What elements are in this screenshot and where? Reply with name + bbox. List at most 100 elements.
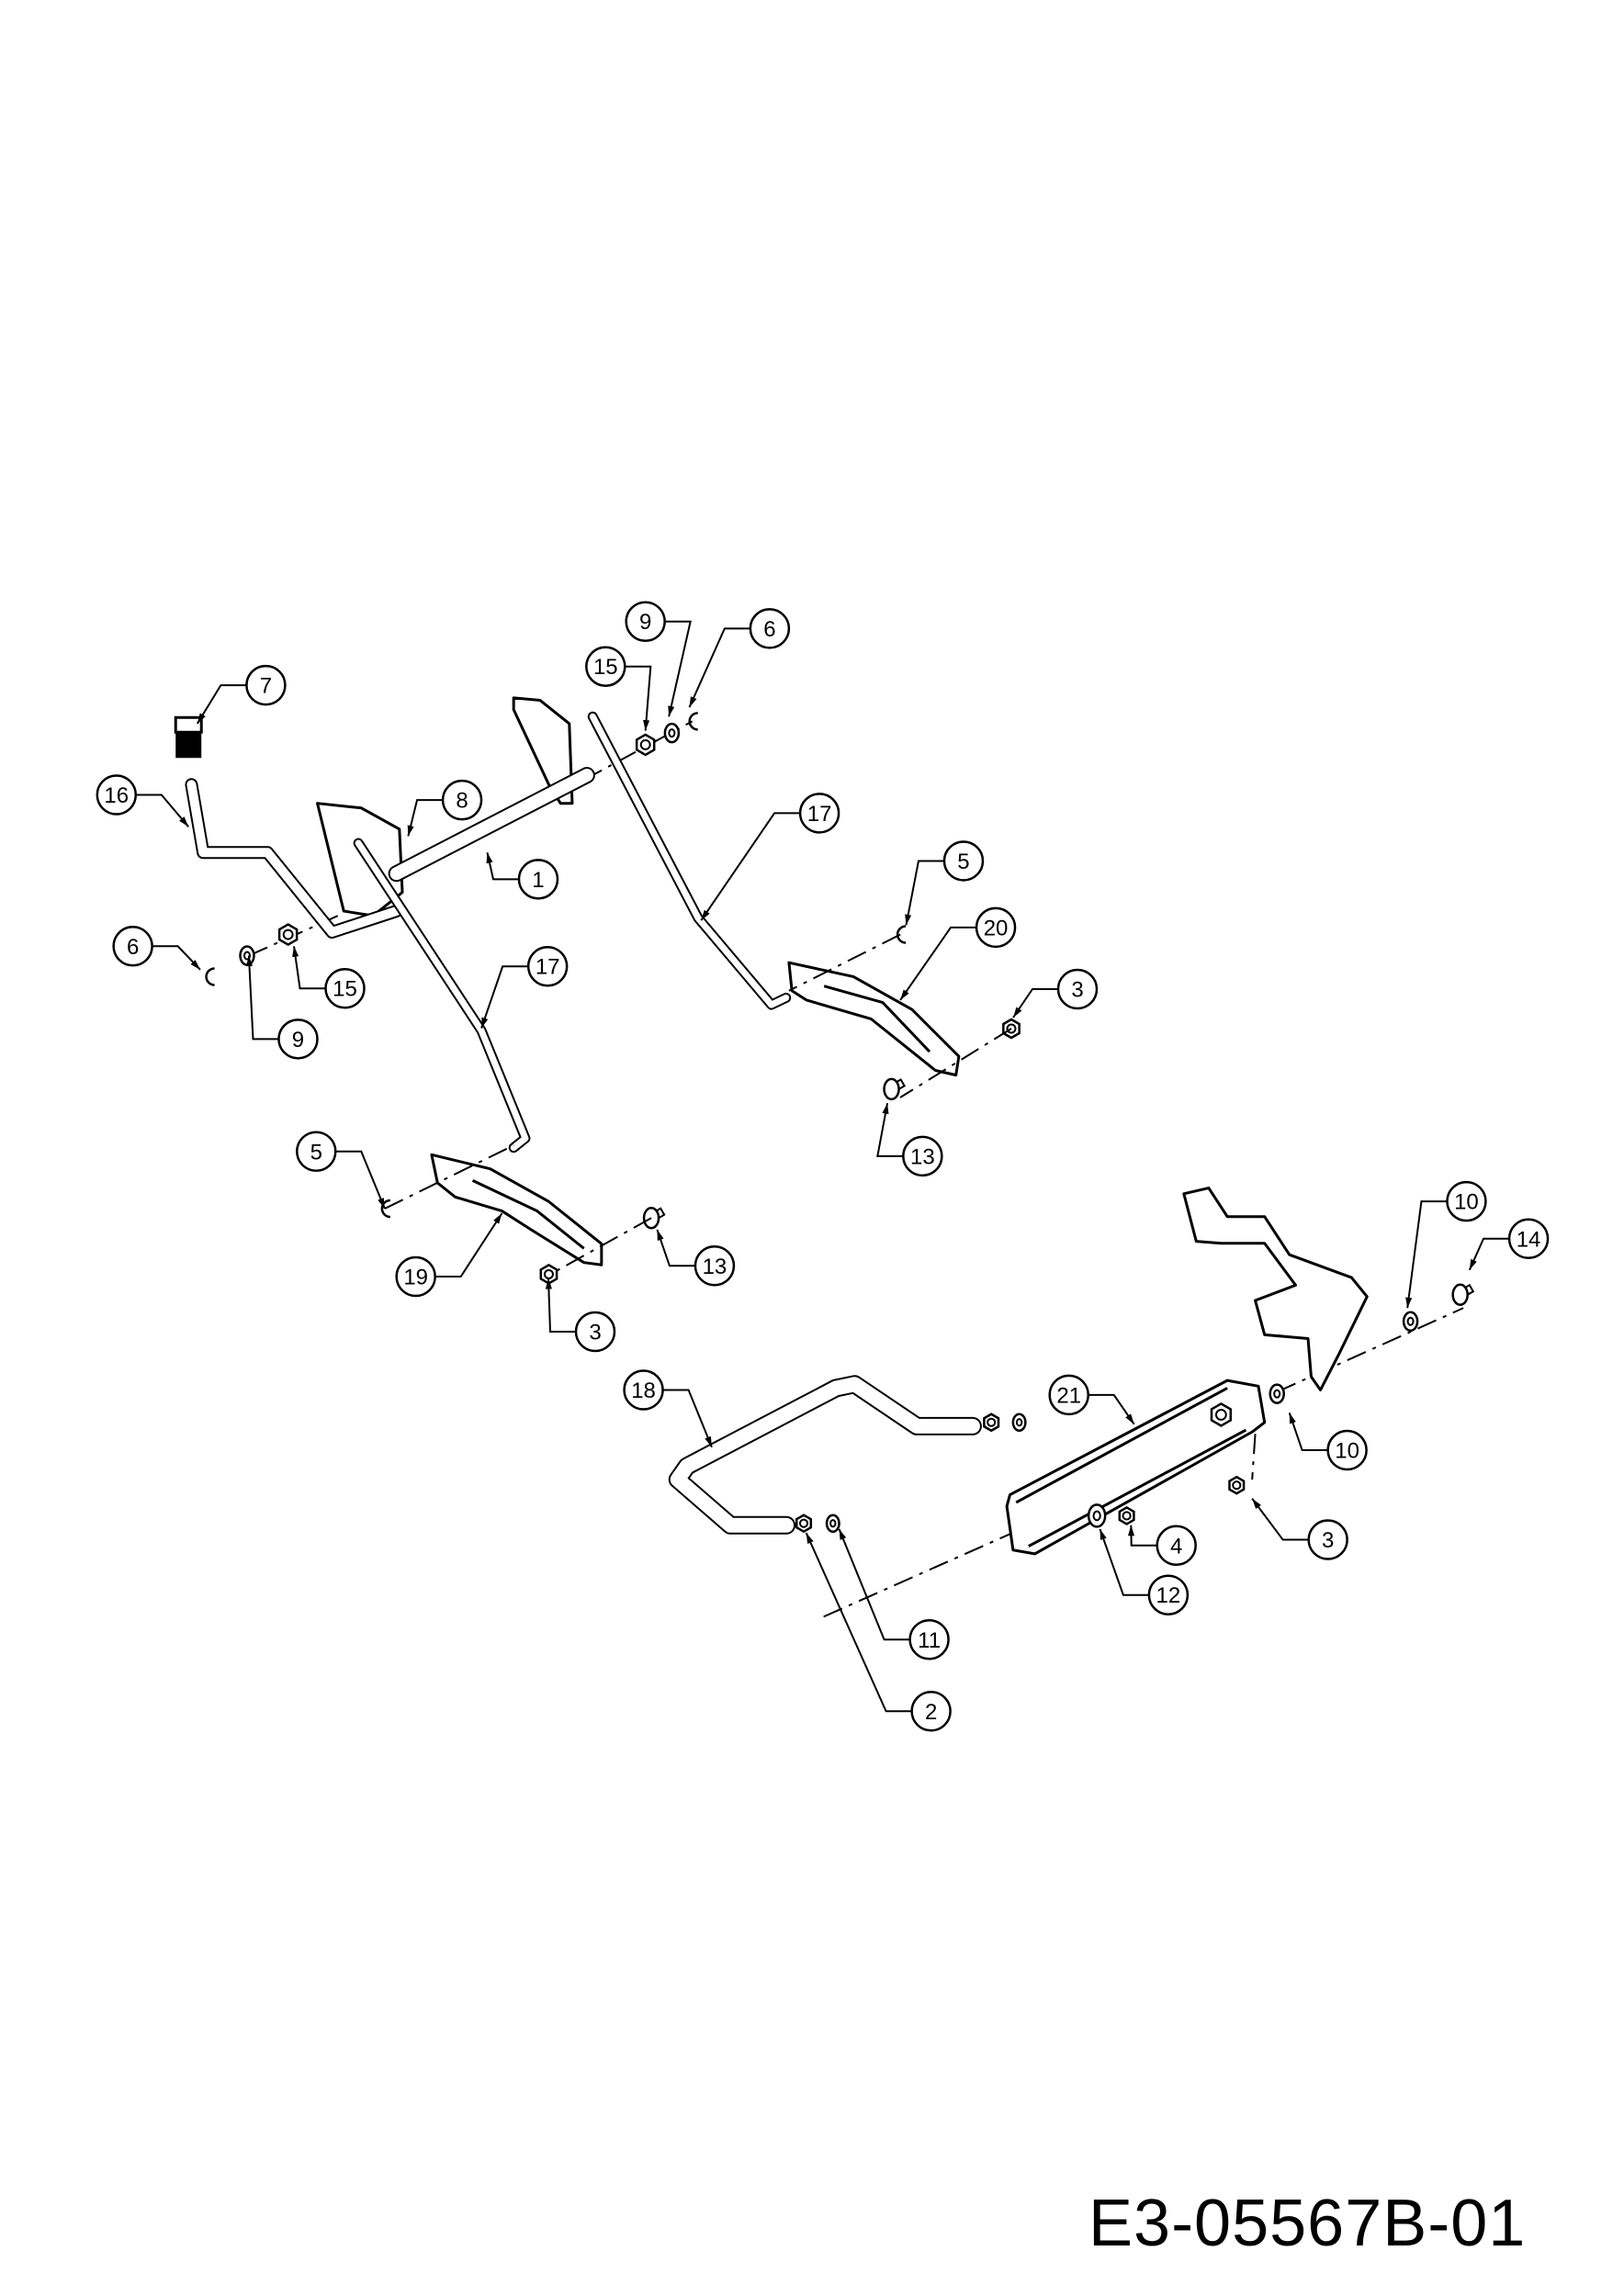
callout-12: 9 (245, 955, 319, 1060)
callout-number: 11 (918, 1628, 941, 1653)
leader-line (335, 1150, 386, 1210)
callout-27: 12 (1099, 1528, 1190, 1615)
parts-layer (174, 696, 1475, 1618)
callout-number: 13 (703, 1255, 727, 1279)
arrowhead-icon (493, 1213, 502, 1224)
callout-circle (908, 1619, 950, 1660)
leader-line (293, 946, 326, 990)
arrowhead-icon (1127, 1525, 1135, 1536)
callout-number: 9 (292, 1028, 304, 1052)
callout-18: 3 (545, 1277, 616, 1353)
callout-number: 2 (925, 1700, 937, 1725)
shoulder-bolt (642, 1206, 666, 1230)
leader-line (135, 793, 189, 827)
callout-number: 3 (589, 1321, 601, 1345)
lift-link-rod-left (353, 838, 531, 1154)
leader-line (1130, 1525, 1157, 1547)
callout-17: 13 (656, 1229, 736, 1287)
flange-nut (277, 923, 299, 946)
callout-circle (526, 945, 569, 987)
callout-circle (625, 601, 666, 642)
callout-circle (245, 664, 287, 706)
callout-2: 8 (407, 779, 483, 837)
axis-dash-bracket (1276, 1307, 1464, 1393)
callout-circle (296, 1131, 337, 1173)
leader-line (1251, 1498, 1309, 1541)
leader-line (1088, 1393, 1135, 1425)
callout-number: 1 (532, 868, 544, 893)
arrowhead-icon (486, 852, 493, 864)
callout-circle (1307, 1519, 1348, 1560)
leader-line (625, 665, 652, 731)
arrowhead-icon (806, 1533, 814, 1544)
leader-line (899, 926, 977, 1001)
leader-line (480, 965, 529, 1029)
callout-9: 20 (899, 906, 1017, 1001)
arrowhead-icon (245, 955, 254, 967)
leader-line (876, 1103, 904, 1157)
leader-line (1468, 1237, 1510, 1271)
lift-plate-left (316, 802, 404, 917)
lift-arm-plate-20 (787, 961, 961, 1077)
callout-number: 17 (536, 955, 560, 980)
callout-number: 6 (127, 935, 139, 960)
dash (384, 1144, 514, 1210)
leader-line (1099, 1528, 1149, 1596)
washer (825, 1514, 840, 1533)
callout-16: 19 (395, 1212, 503, 1298)
callout-circle (902, 1135, 943, 1177)
callout-13: 17 (480, 945, 569, 1029)
shoulder-bolt (1451, 1283, 1475, 1307)
arrowhead-icon (657, 1229, 664, 1241)
callout-number: 16 (104, 783, 129, 808)
callout-20: 10 (1405, 1180, 1487, 1309)
callout-circle (975, 906, 1017, 949)
handle-knob (174, 715, 203, 759)
callout-circle (1507, 1218, 1550, 1260)
callout-24: 10 (1288, 1412, 1368, 1471)
callout-number: 10 (1454, 1190, 1479, 1215)
arrowhead-icon (1405, 1297, 1413, 1309)
callout-number: 3 (1071, 978, 1083, 1003)
callout-circle (623, 1369, 664, 1411)
leader-line (688, 627, 750, 708)
leader-line (547, 1277, 576, 1333)
callout-number: 19 (403, 1266, 428, 1290)
callout-3: 1 (486, 852, 559, 900)
arrowhead-icon (179, 816, 189, 827)
callout-number: 10 (1335, 1439, 1359, 1464)
callout-circle (798, 793, 840, 834)
washer (239, 945, 255, 966)
arrowhead-icon (900, 989, 909, 1000)
lift-shaft (388, 767, 595, 883)
callout-8: 5 (905, 840, 985, 926)
leader-line (1406, 1200, 1448, 1309)
slot-19 (471, 1179, 585, 1250)
leader-line (486, 852, 519, 881)
washer (1011, 1412, 1027, 1433)
arrowhead-icon (689, 696, 697, 708)
shoulder-bolt (883, 1077, 907, 1101)
leader-line (656, 1229, 695, 1267)
flange-nut (635, 733, 656, 757)
arrowhead-icon (701, 909, 710, 921)
callout-circle (1147, 1574, 1190, 1615)
callout-number: 13 (910, 1144, 935, 1169)
arrowhead-icon (1469, 1258, 1477, 1270)
washer (1087, 1503, 1107, 1528)
callout-circle (1056, 968, 1099, 1010)
callout-number: 21 (1056, 1383, 1081, 1408)
callout-number: 12 (1156, 1583, 1181, 1608)
arrowhead-icon (705, 1435, 712, 1447)
arrowhead-icon (378, 1198, 385, 1210)
washer (1269, 1383, 1285, 1404)
callout-circle (324, 967, 366, 1009)
callout-number: 6 (763, 617, 775, 642)
dash (554, 1217, 652, 1273)
leader-line (1288, 1412, 1328, 1452)
callout-25: 3 (1251, 1498, 1348, 1560)
callout-number: 18 (631, 1379, 656, 1403)
mounting-bracket (1182, 1187, 1369, 1391)
callout-circle (749, 608, 791, 649)
